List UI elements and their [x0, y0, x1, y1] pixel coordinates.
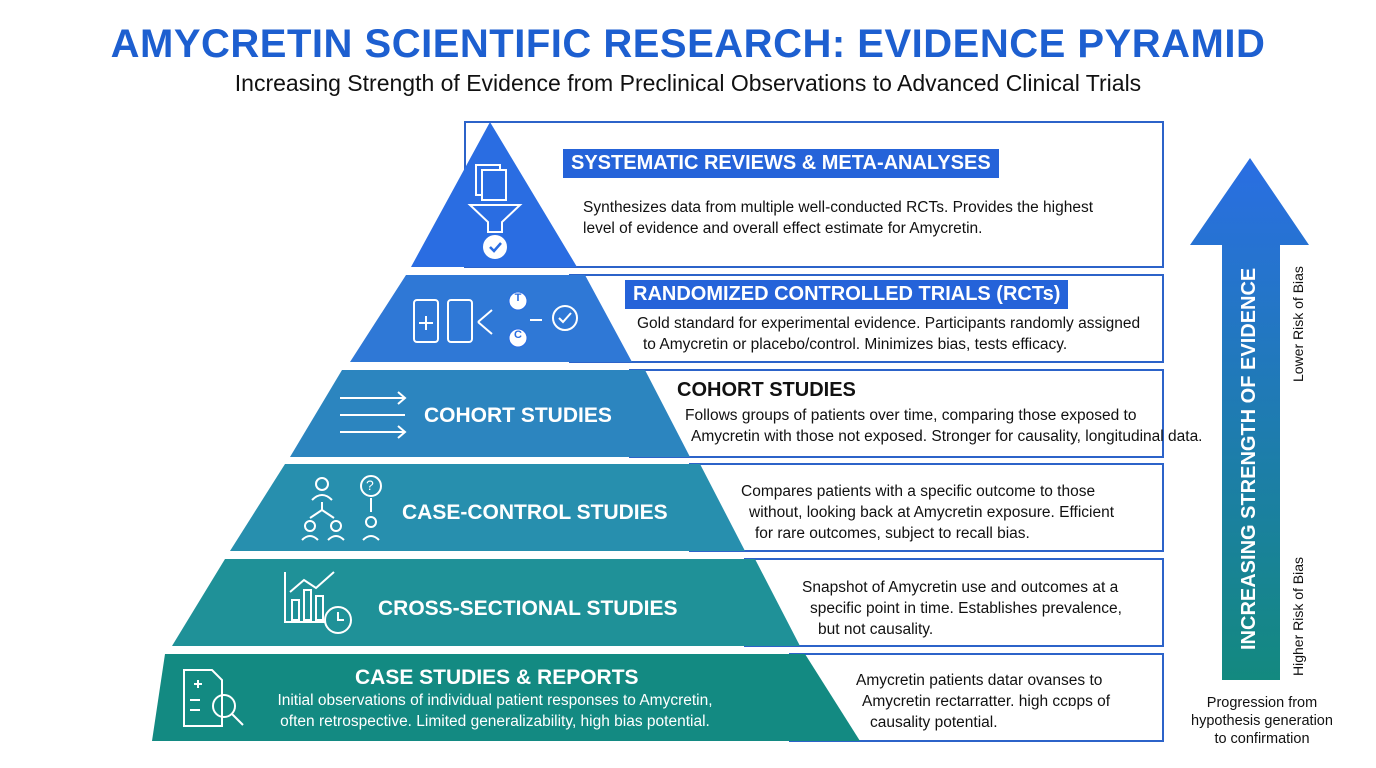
level-4-tier — [230, 464, 745, 551]
level-4-title: CASE-CONTROL STUDIES — [402, 501, 668, 524]
desc-line: for rare outcomes, subject to recall bia… — [755, 525, 1030, 542]
desc-line: without, looking back at Amycretin expos… — [749, 504, 1115, 521]
level-6-title: CASE STUDIES & REPORTS — [355, 666, 639, 689]
level-3-tier — [290, 370, 690, 457]
desc-line: Synthesizes data from multiple well-cond… — [583, 199, 1094, 216]
lower-bias-label: Lower Risk of Bias — [1290, 266, 1306, 382]
desc-line: often retrospective. Limited generalizab… — [280, 713, 710, 730]
arrow-caption: Progression from hypothesis generation t… — [1170, 694, 1354, 748]
level-2-title: RANDOMIZED CONTROLLED TRIALS (RCTs) — [625, 280, 1069, 309]
level-6-box — [789, 653, 1164, 742]
desc-line: Amycretin patients datar ovanses to — [856, 672, 1103, 689]
medicine-bottles-randomize-icon — [413, 299, 578, 343]
level-1-box — [464, 121, 1164, 268]
level-3-desc: Follows groups of patients over time, co… — [685, 405, 1203, 447]
control-badge: C — [514, 329, 522, 341]
level-4-box — [689, 463, 1164, 552]
desc-line: to Amycretin or placebo/control. Minimiz… — [643, 336, 1068, 353]
level-5-desc: Snapshot of Amycretin use and outcomes a… — [802, 577, 1122, 640]
treatment-badge: T — [514, 292, 522, 304]
level-6-inner-desc: Initial observations of individual patie… — [265, 690, 725, 732]
page-title: AMYCRETIN SCIENTIFIC RESEARCH: EVIDENCE … — [110, 22, 1266, 66]
desc-line: Compares patients with a specific outcom… — [741, 483, 1096, 500]
desc-line: level of evidence and overall effect est… — [583, 220, 983, 237]
level-1-title: SYSTEMATIC REVIEWS & META-ANALYSES — [563, 149, 999, 178]
level-3-box-title: COHORT STUDIES — [677, 379, 856, 401]
higher-bias-label: Higher Risk of Bias — [1290, 556, 1306, 676]
level-6-desc: Amycretin patients datar ovanses to Amyc… — [856, 670, 1110, 733]
level-4-desc: Compares patients with a specific outcom… — [741, 481, 1114, 544]
funnel-documents-check-icon — [467, 164, 523, 259]
arrows-timeline-icon — [340, 391, 407, 439]
desc-line: Amycretin rectarratter. high ccɒps of — [862, 693, 1111, 710]
desc-line: but not causality. — [818, 621, 934, 638]
level-6-tier — [152, 654, 860, 741]
people-question-icon — [301, 475, 382, 541]
evidence-strength-arrow — [1190, 158, 1309, 680]
desc-line: causality potential. — [870, 714, 998, 731]
arrow-label: INCREASING STRENGTH OF EVIDENCE — [1238, 267, 1260, 650]
desc-line: Follows groups of patients over time, co… — [685, 407, 1137, 424]
chart-clock-icon — [284, 571, 352, 634]
level-2-desc: Gold standard for experimental evidence.… — [637, 313, 1140, 355]
desc-line: Amycretin with those not exposed. Strong… — [691, 428, 1203, 445]
level-3-title: COHORT STUDIES — [424, 404, 612, 427]
caption-line: Progression from — [1206, 695, 1318, 711]
desc-line: specific point in time. Establishes prev… — [810, 600, 1122, 617]
desc-line: Snapshot of Amycretin use and outcomes a… — [802, 579, 1119, 596]
question-badge: ? — [366, 477, 374, 493]
level-3-box — [629, 369, 1164, 458]
desc-line: Gold standard for experimental evidence.… — [637, 315, 1141, 332]
report-magnifier-icon — [183, 669, 244, 727]
level-1-desc: Synthesizes data from multiple well-cond… — [583, 197, 1093, 239]
page-subtitle: Increasing Strength of Evidence from Pre… — [234, 70, 1142, 96]
level-5-title: CROSS-SECTIONAL STUDIES — [378, 597, 678, 620]
level-5-box — [744, 558, 1164, 647]
caption-line: to confirmation — [1214, 731, 1310, 747]
desc-line: Initial observations of individual patie… — [277, 692, 713, 709]
level-2-tier — [350, 275, 632, 362]
caption-line: hypothesis generation — [1191, 713, 1333, 729]
